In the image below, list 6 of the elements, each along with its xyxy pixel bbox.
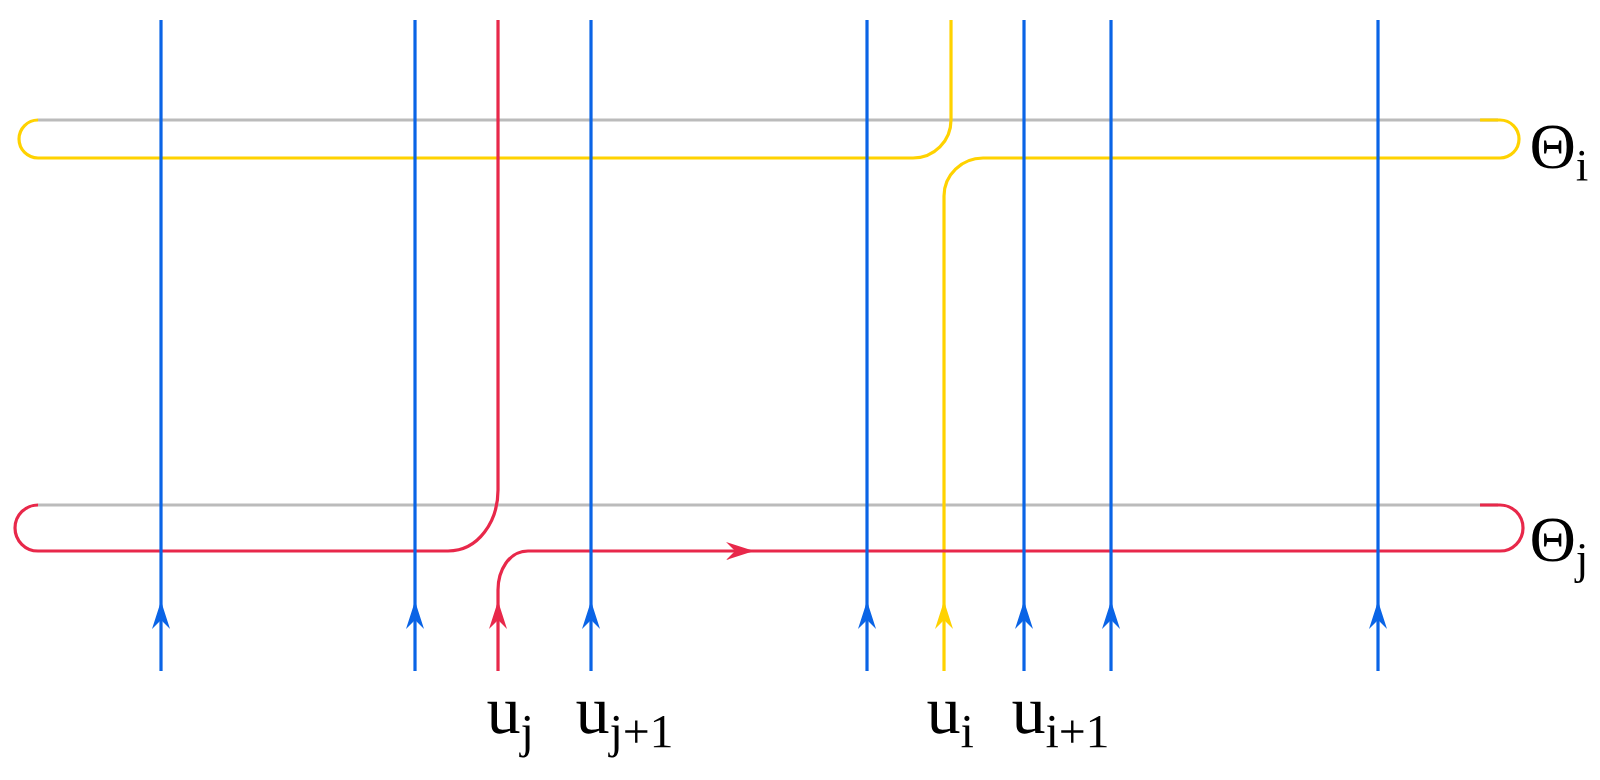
math-label: Θ$_{i}$: [1532, 125, 1588, 181]
math-label: u$_{i+1}$: [1012, 701, 1107, 748]
math-label: u$_{j}$: [487, 701, 530, 758]
math-label: u$_{i}$: [927, 701, 973, 748]
math-label: u$_{j+1}$: [576, 701, 671, 758]
math-label: Θ$_{j}$: [1532, 518, 1585, 584]
